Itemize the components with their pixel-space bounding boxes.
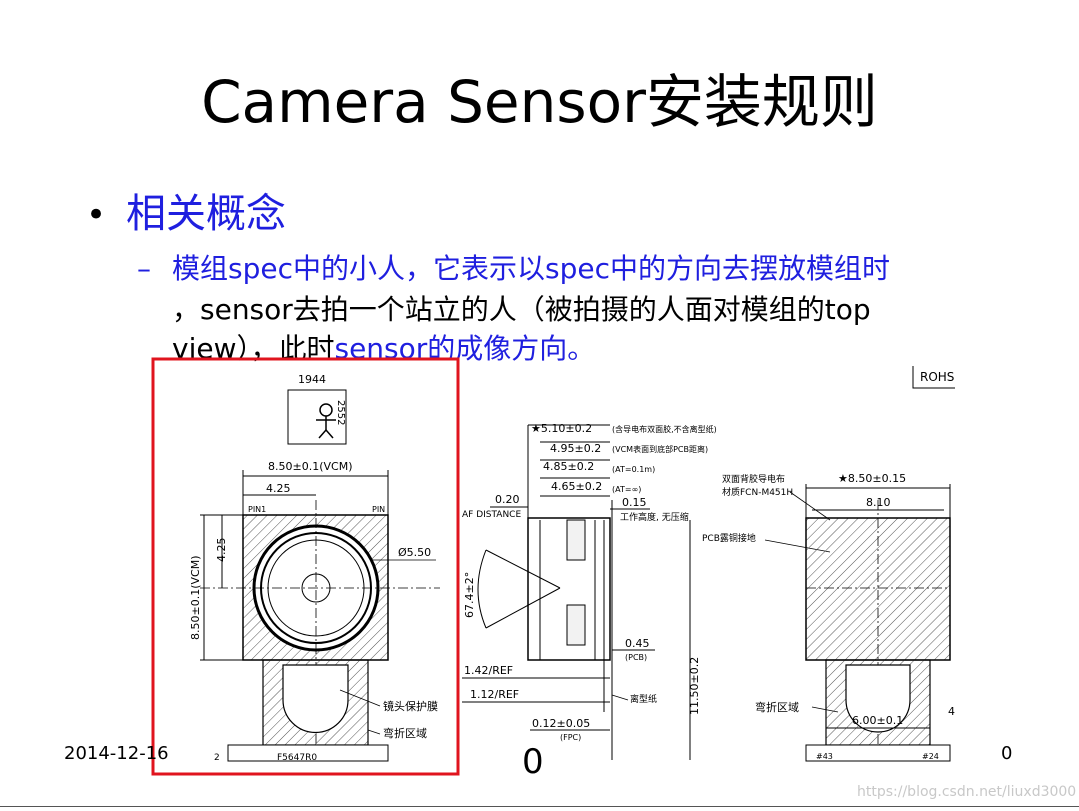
person-icon [316,403,336,439]
bullet-heading: 相关概念 [126,191,286,237]
rohs-label: ROHS [920,370,954,384]
side-body [527,517,611,661]
release-paper-label: 离型纸 [630,693,657,705]
bend-area-left-label: 弯折区域 [383,726,427,740]
fpc-thickness: 0.12±0.05 [532,717,590,730]
height-3: 4.85±0.2 [543,460,594,473]
footer-date: 2014-12-16 [64,743,169,764]
bend-area-right-label: 弯折区域 [755,700,799,714]
height-3-note: (AT=0.1m) [612,465,655,474]
left-small-label: 2 [214,753,220,763]
edge-4: 4 [948,705,955,718]
height-4-note: (AT=∞) [612,485,641,494]
af-value: 0.20 [495,493,520,506]
height-2-note: (VCM表面到底部PCB距离) [612,444,708,454]
height-1: ★5.10±0.2 [531,422,592,435]
dim-015-note: 工作高度, 无压缩 [620,511,689,523]
sub-bullet-dash: – [137,252,151,285]
pcb-thickness: 0.45 [625,637,650,650]
tape-material: 材质FCN-M451H [722,486,793,498]
pin1-label: PIN1 [248,505,266,514]
sub-line-1: 模组spec中的小人，它表示以spec中的方向去摆放模组时 [172,252,890,285]
height-1-note: (含导电布双面胶,不含离型纸) [612,424,717,434]
fpc-thickness-note: (FPC) [560,733,581,742]
sub-line-2: ，sensor去拍一个站立的人（被拍摄的人面对模组的top [172,293,871,326]
orientation-box [287,389,347,445]
ref-2: 1.12/REF [470,688,519,701]
middle-view: ★5.10±0.2 (含导电布双面胶,不含离型纸) 4.95±0.2 (VCM表… [462,422,717,760]
vertical-code: 2552 [335,400,346,425]
connector-strip [227,744,389,762]
bullet-dot: • [86,195,107,235]
footer-center-number: 0 [522,742,544,782]
film-window [282,664,349,734]
ref-1: 1.42/REF [464,664,513,677]
slide-title: Camera Sensor安装规则 [201,68,878,136]
vcm-height-label: 8.50±0.1(VCM) [189,556,202,640]
bottom-1: #43 [816,752,833,761]
part-number: F5647R0 [277,753,317,763]
left-view: 1944 2552 8.50±0.1(VCM) 4.25 PIN1 PIN Ø5… [189,373,440,763]
half-height-label: 4.25 [215,538,228,563]
bottom-2: #24 [922,752,939,761]
pin-label: PIN [372,505,385,514]
half-width-label: 4.25 [266,482,291,495]
lens-film-label: 镜头保护膜 [383,699,438,713]
top-code: 1944 [298,373,326,386]
af-label: AF DISTANCE [462,510,521,520]
pcb-thickness-note: (PCB) [625,653,647,662]
vcm-width-label: 8.50±0.1(VCM) [268,460,352,473]
right-length-label: 11.50±0.2 [688,657,701,715]
width-1: ★8.50±0.15 [838,472,906,485]
highlight-box [151,357,460,776]
width-3: 6.00±0.1 [852,714,903,727]
height-2: 4.95±0.2 [550,442,601,455]
tape-label: 双面背胶导电布 [722,473,785,485]
height-4: 4.65±0.2 [551,480,602,493]
fov-label: 67.4±2° [463,572,476,618]
lens-diameter-label: Ø5.50 [398,546,431,559]
watermark: https://blog.csdn.net/liuxd3000 [857,784,1077,800]
right-view: ROHS 双面背胶导电布 材质FCN-M451H ★8.50±0.15 8.10… [702,366,955,762]
dim-015: 0.15 [622,496,647,509]
footer-page-number: 0 [1001,743,1013,764]
pcb-region-label: PCB露铜接地 [702,532,756,544]
bottom-rule [0,806,1079,807]
